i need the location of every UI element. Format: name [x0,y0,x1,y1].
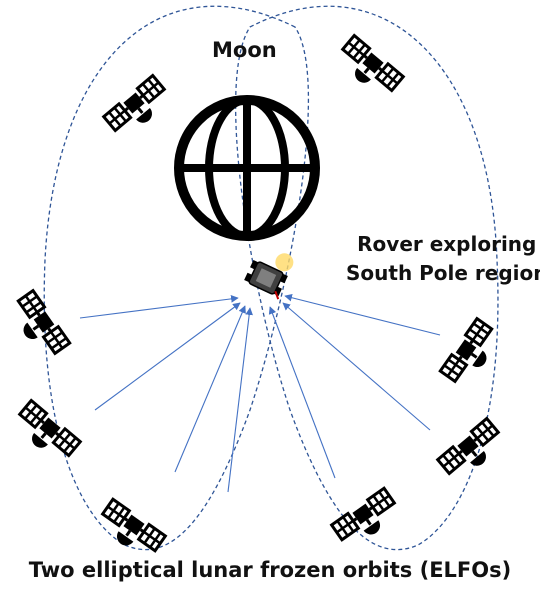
orbit-path-right [234,5,499,551]
diagram-caption: Two elliptical lunar frozen orbits (ELFO… [28,558,512,582]
rover-icon [244,253,294,300]
comm-arrow [268,306,336,479]
satellite-icon [332,34,405,103]
comm-arrow [79,295,239,319]
orbit-path-left [43,5,310,551]
comm-arrow [282,302,431,431]
rover-label-line-2: South Pole region [346,261,540,285]
satellite-icon [5,289,72,363]
satellite-icon [9,399,82,468]
satellite-icon [436,417,509,486]
comm-arrow [284,293,441,336]
satellite-icon [330,486,404,553]
satellite-icon [93,497,167,564]
orbit-paths [43,5,499,551]
rover-label: Rover exploring South Pole region [346,230,540,288]
rover-label-line-1: Rover exploring [357,232,537,256]
satellite-icon [438,317,505,391]
satellite-icon [102,74,175,143]
comm-arrow [174,305,246,473]
moon-label: Moon [212,38,277,62]
globe-icon [174,95,320,241]
comm-arrow [227,307,254,493]
comm-arrow [94,302,241,411]
comm-links [79,293,441,493]
